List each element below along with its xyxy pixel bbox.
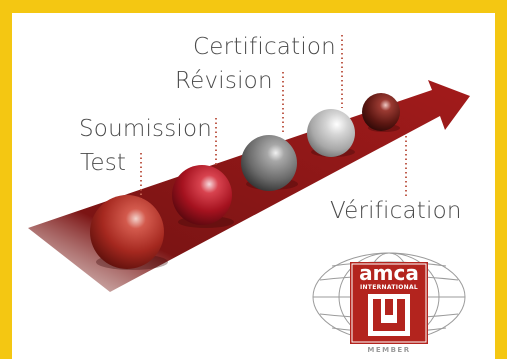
logo-brand-text: amca — [359, 261, 419, 285]
step-label-certification: Certification — [193, 34, 336, 60]
sphere-verification — [362, 93, 400, 131]
sphere-certification — [307, 109, 355, 157]
logo-member-text: MEMBER — [367, 346, 411, 354]
sphere-test — [90, 195, 164, 269]
step-label-verification: Vérification — [330, 198, 462, 224]
step-label-revision: Révision — [175, 68, 273, 94]
step-label-submission: Soumission — [79, 116, 213, 142]
step-label-test: Test — [80, 150, 127, 176]
sphere-submission — [172, 165, 232, 225]
logo-emblem-mark — [373, 299, 405, 331]
logo-sub-text: INTERNATIONAL — [359, 284, 419, 291]
sphere-revision — [241, 135, 297, 191]
